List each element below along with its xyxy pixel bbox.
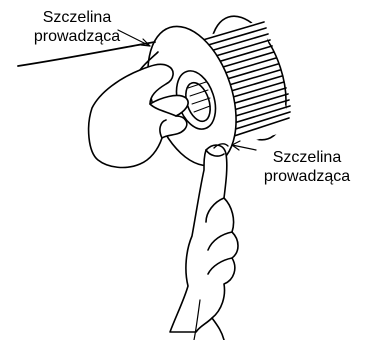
guide-slot-label-top: Szczelina prowadząca bbox=[8, 8, 146, 46]
guide-slot-label-bottom-line2: prowadząca bbox=[252, 167, 362, 186]
right-hand bbox=[170, 145, 238, 332]
guide-slot-label-top-line1: Szczelina bbox=[8, 8, 146, 27]
guide-slot-label-bottom-line1: Szczelina bbox=[252, 148, 362, 167]
guide-slot-label-bottom: Szczelina prowadząca bbox=[252, 148, 362, 186]
guide-slot-label-top-line2: prowadząca bbox=[8, 27, 146, 46]
